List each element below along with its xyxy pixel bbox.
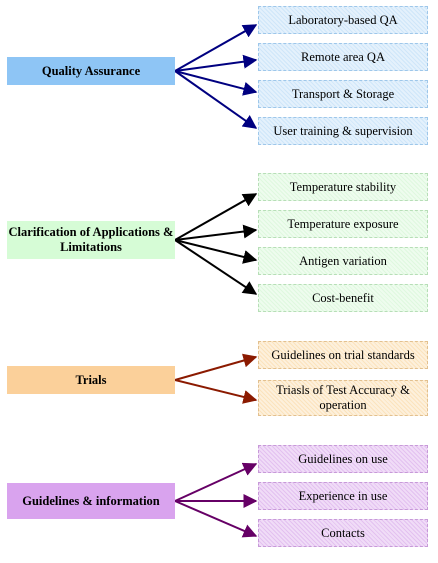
item-label: Contacts <box>321 525 365 540</box>
arrow-cl-4 <box>174 239 258 295</box>
item-laboratory-qa: Laboratory-based QA <box>258 6 428 34</box>
item-experience-in-use: Experience in use <box>258 482 428 510</box>
arrow-gi-1 <box>174 462 258 502</box>
arrow-qa-1 <box>174 24 258 72</box>
category-quality-assurance: Quality Assurance <box>7 57 175 85</box>
item-label: Transport & Storage <box>291 86 395 101</box>
item-label: Guidelines on use <box>298 451 388 466</box>
item-temperature-stability: Temperature stability <box>258 173 428 201</box>
arrow-qa-2 <box>174 54 258 72</box>
arrow-gi-3 <box>174 500 258 538</box>
category-label: Clarification of Applications & Limitati… <box>8 225 174 254</box>
item-label: Temperature stability <box>289 179 397 194</box>
item-label: User training & supervision <box>273 123 413 138</box>
item-trial-standards: Guidelines on trial standards <box>258 341 428 369</box>
item-label: Experience in use <box>298 488 388 503</box>
item-label: Remote area QA <box>301 49 385 64</box>
item-label: Laboratory-based QA <box>288 12 398 27</box>
item-cost-benefit: Cost-benefit <box>258 284 428 312</box>
item-label: Guidelines on trial standards <box>271 347 415 362</box>
item-label: Triasls of Test Accuracy & operation <box>276 383 410 412</box>
arrow-cl-2 <box>174 224 258 241</box>
category-label: Quality Assurance <box>41 63 141 78</box>
item-transport-storage: Transport & Storage <box>258 80 428 108</box>
arrow-cl-3 <box>174 239 258 264</box>
category-label: Trials <box>75 372 107 387</box>
item-antigen-variation: Antigen variation <box>258 247 428 275</box>
item-user-training: User training & supervision <box>258 117 428 145</box>
item-label: Temperature exposure <box>287 216 399 231</box>
arrow-qa-3 <box>174 70 258 96</box>
category-guidelines: Guidelines & information <box>7 483 175 519</box>
category-label: Guidelines & information <box>22 493 160 508</box>
item-remote-qa: Remote area QA <box>258 43 428 71</box>
item-test-accuracy: Triasls of Test Accuracy & operation <box>258 380 428 416</box>
item-temperature-exposure: Temperature exposure <box>258 210 428 238</box>
item-contacts: Contacts <box>258 519 428 547</box>
item-label: Antigen variation <box>299 253 387 268</box>
arrow-tr-2 <box>174 379 258 404</box>
category-trials: Trials <box>7 366 175 394</box>
category-clarification: Clarification of Applications & Limitati… <box>7 221 175 259</box>
arrow-tr-1 <box>174 353 258 381</box>
item-guidelines-on-use: Guidelines on use <box>258 445 428 473</box>
arrow-qa-4 <box>174 70 258 129</box>
arrow-cl-1 <box>174 193 258 241</box>
item-label: Cost-benefit <box>312 290 374 305</box>
